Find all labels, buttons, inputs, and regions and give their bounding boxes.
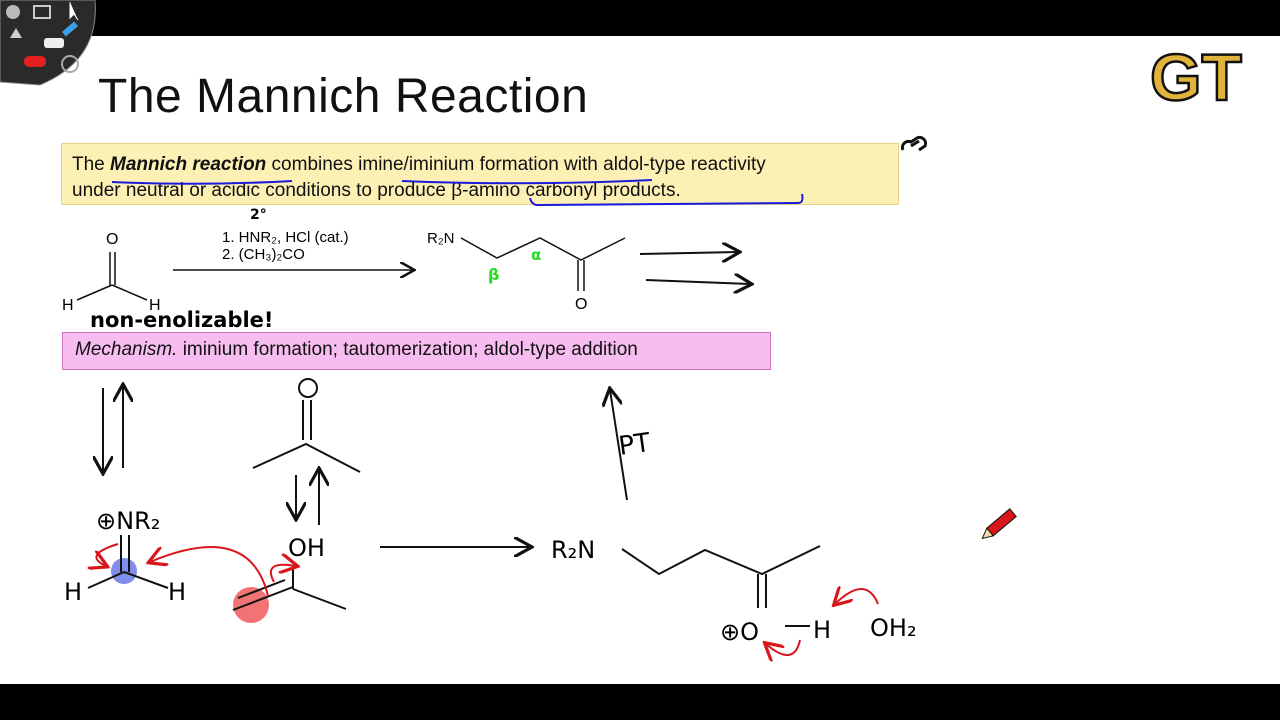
close-icon[interactable]: [6, 5, 20, 19]
red-color-swatch[interactable]: [24, 56, 46, 67]
alpha-label: α: [531, 246, 541, 264]
beta-label: β: [488, 265, 499, 284]
iminium-label: ⊕NR₂: [96, 507, 160, 535]
summary-term: Mannich reaction: [110, 154, 267, 175]
iminium-structure: ⊕NR₂ H H: [64, 507, 186, 606]
cursor-icon[interactable]: [69, 2, 79, 21]
summary-text-5: .: [675, 180, 681, 201]
pen-tool-icon[interactable]: [61, 21, 79, 37]
underline-term: [111, 180, 293, 185]
product-o: O: [575, 296, 587, 313]
formaldehyde-o: O: [106, 231, 118, 248]
formaldehyde-h-left: H: [62, 297, 74, 314]
summary-imine: imine/iminium formation: [358, 154, 559, 175]
oxonium-h: H: [813, 616, 831, 644]
product-structure: R₂N O β α: [427, 230, 626, 313]
summary-text-2: combines: [266, 154, 359, 175]
summary-text-3: with aldol-type reactivity: [558, 154, 766, 175]
slide: The Mannich Reaction GT The Mannich reac…: [0, 36, 1280, 684]
summary-product: β-amino carbonyl products: [451, 180, 676, 201]
secondary-annotation: 2°: [250, 207, 267, 223]
summary-text-1: The: [72, 154, 111, 175]
slide-title: The Mannich Reaction: [98, 70, 589, 123]
pen-icon: [981, 508, 1017, 540]
formaldehyde-h-right: H: [149, 297, 161, 314]
proton-transfer-label: PT: [617, 428, 653, 462]
acetone-structure: [252, 378, 361, 473]
oxonium-o: ⊕O: [720, 618, 759, 646]
product-amine: R₂N: [427, 230, 455, 247]
gt-logo: GT: [1149, 42, 1243, 114]
intermediate-structure: R₂N ⊕O H OH₂: [551, 536, 917, 655]
mechanism-text: iminium formation; tautomerization; aldo…: [177, 339, 638, 360]
highlighter-icon[interactable]: [10, 28, 22, 38]
enol-oh: OH: [288, 534, 325, 562]
mechanism-label: Mechanism.: [75, 339, 178, 360]
link-icon: [900, 135, 928, 152]
mechanism-box: Mechanism. iminium formation; tautomeriz…: [62, 332, 771, 370]
intermediate-r2n: R₂N: [551, 536, 595, 564]
non-enolizable-note: non-enolizable!: [90, 308, 274, 332]
reagent-line-1: 1. HNR₂, HCl (cat.): [222, 229, 349, 246]
underline-imine: [401, 179, 653, 185]
undo-icon[interactable]: [61, 55, 79, 73]
eraser-icon[interactable]: [44, 38, 64, 48]
iminium-h-left: H: [64, 578, 82, 606]
enol-structure: OH: [150, 534, 347, 623]
summary-box: The Mannich reaction combines imine/imin…: [61, 143, 899, 205]
annotation-toolbar[interactable]: [0, 0, 100, 88]
underline-product: [529, 193, 804, 207]
water-label: OH₂: [870, 614, 917, 642]
share-icon[interactable]: [33, 5, 51, 19]
iminium-h-right: H: [168, 578, 186, 606]
formaldehyde-structure: O H H: [62, 231, 161, 314]
gt-logo-text: GT: [1150, 42, 1242, 114]
reagent-line-2: 2. (CH₃)₂CO: [222, 246, 305, 263]
summary-text-4: under neutral or acidic conditions to pr…: [72, 180, 452, 201]
